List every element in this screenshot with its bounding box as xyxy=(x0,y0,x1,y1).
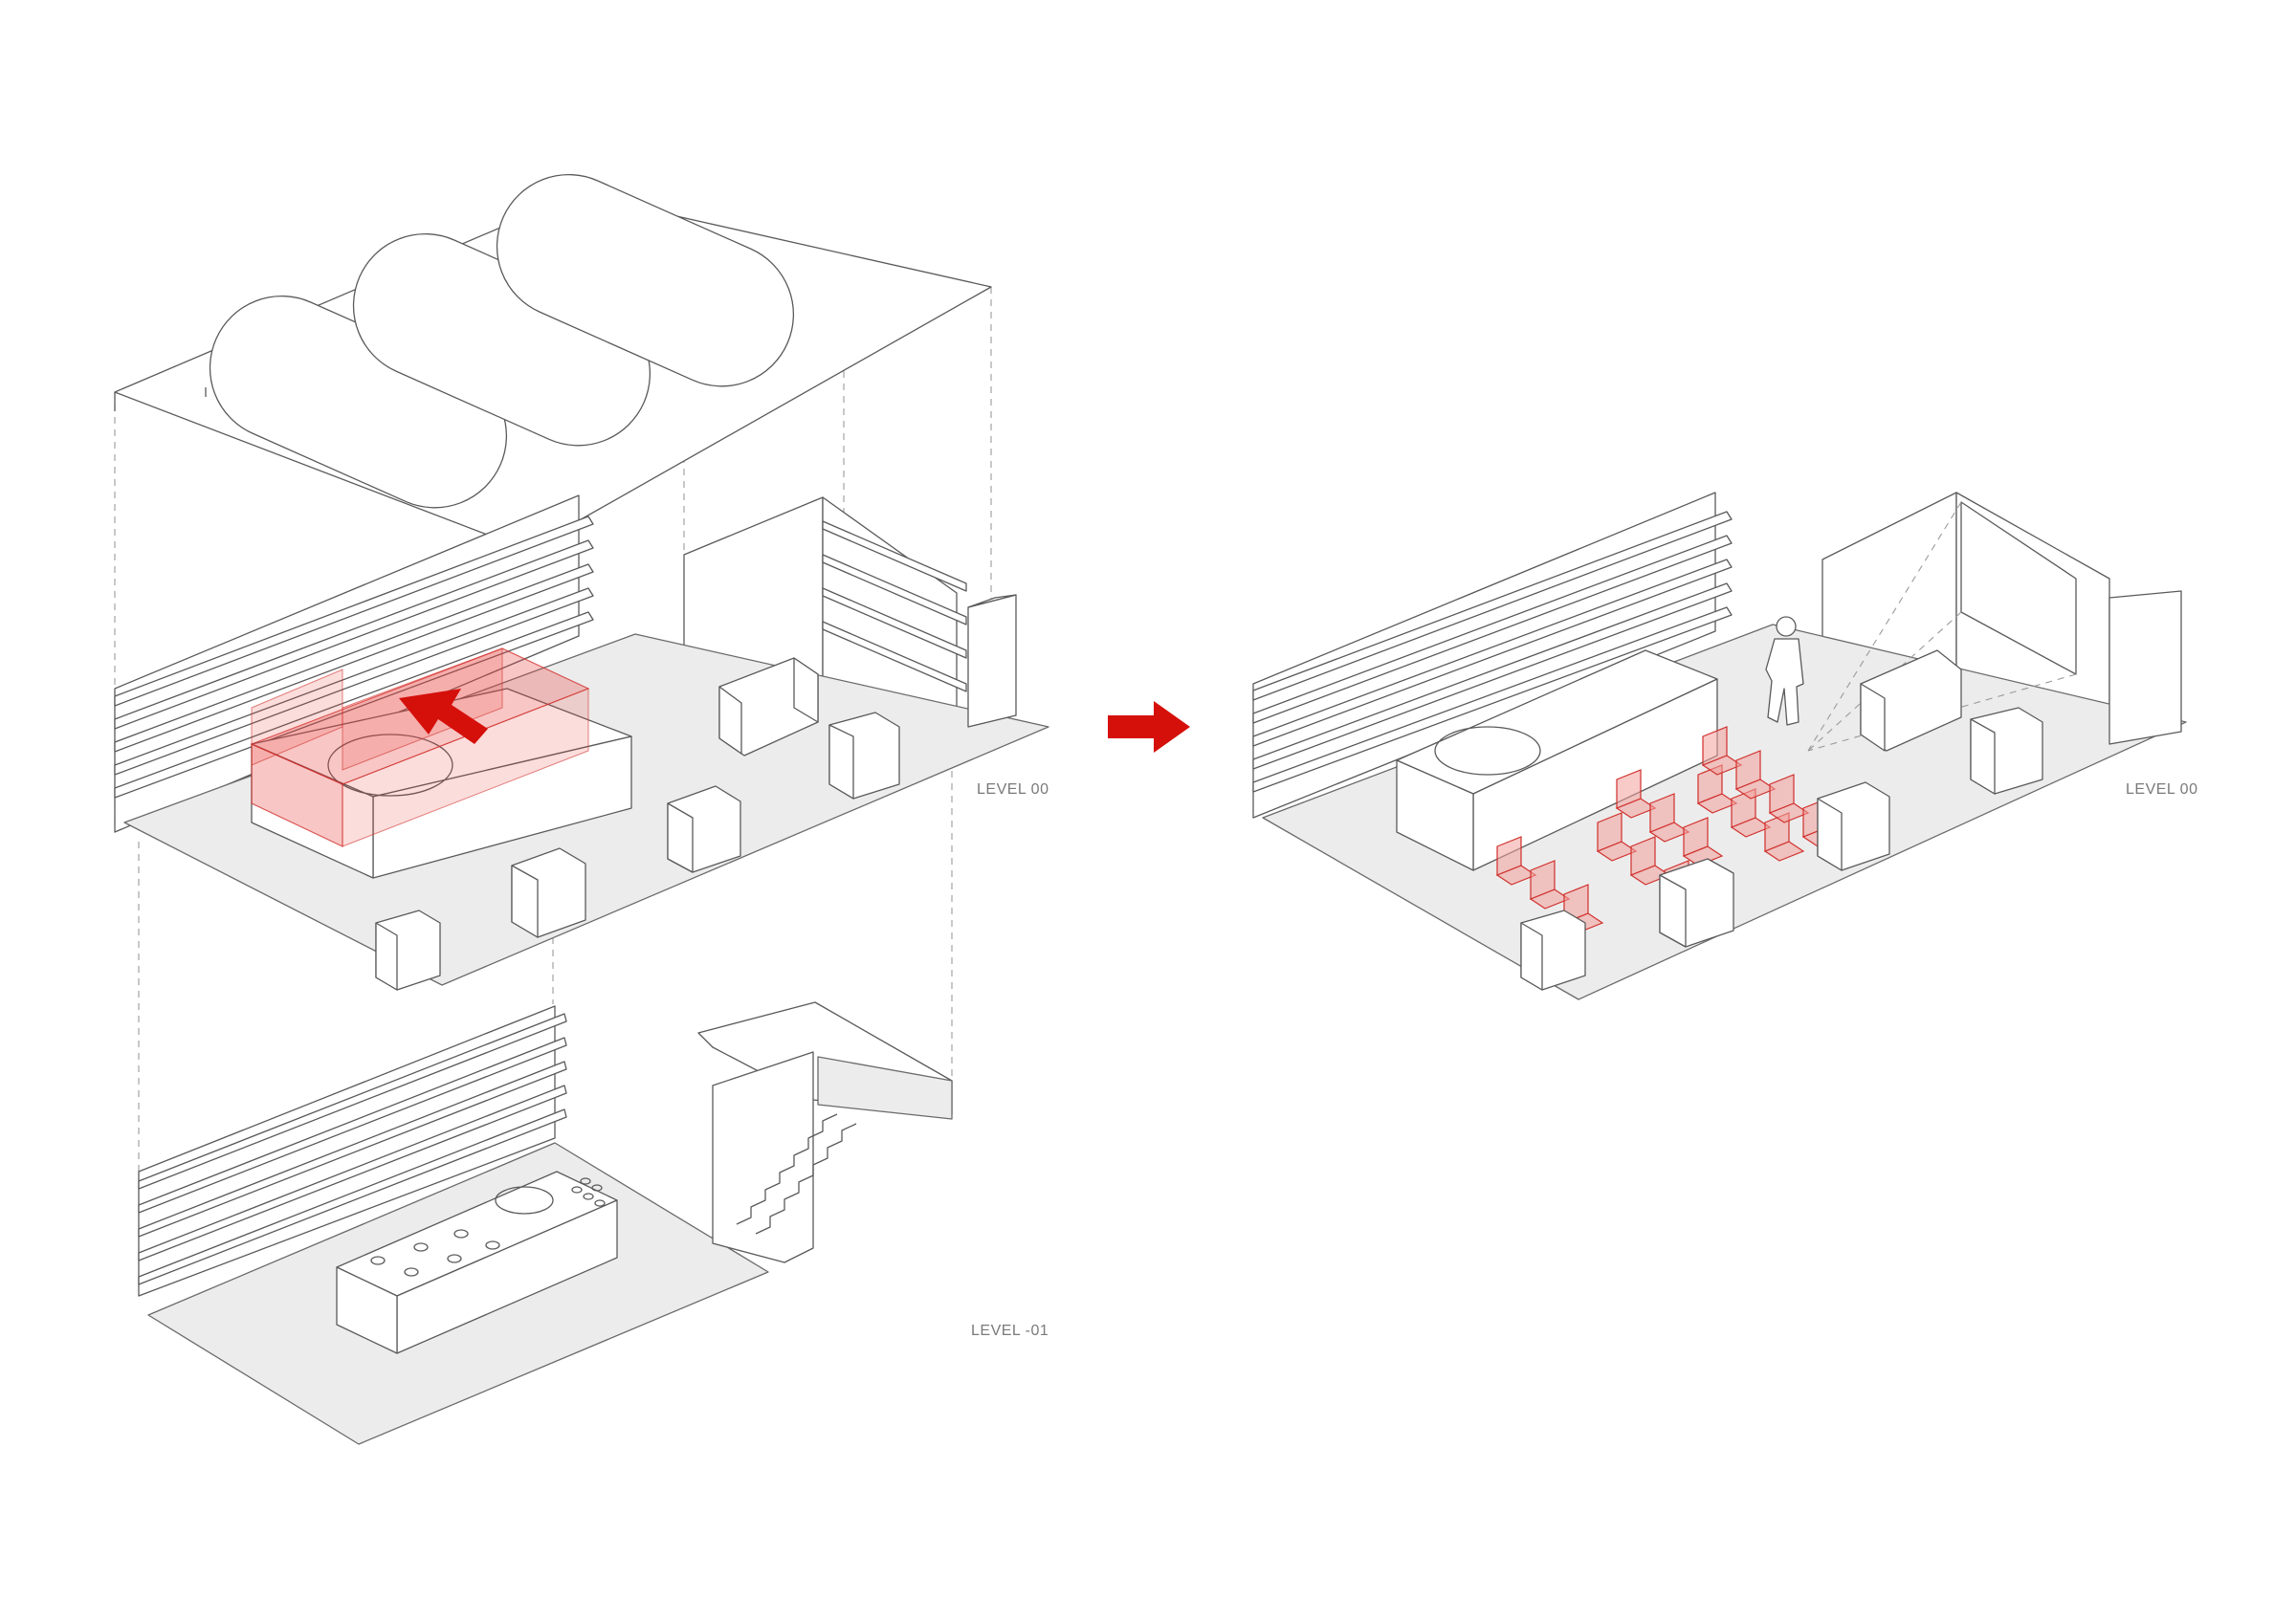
chair xyxy=(1701,726,1743,776)
chair xyxy=(1768,774,1810,823)
tall-cabinet-right xyxy=(2108,590,2182,745)
wall-shelves-right xyxy=(822,520,967,692)
stool-4 xyxy=(375,910,441,991)
stool-3 xyxy=(511,847,586,938)
wall-shelves-level-minus-01 xyxy=(138,1013,567,1285)
transformation-arrow-icon xyxy=(1108,701,1190,753)
chair xyxy=(1734,750,1777,800)
stool-right-2 xyxy=(1817,781,1890,871)
chair xyxy=(1648,793,1690,843)
staircase xyxy=(736,1113,857,1235)
wall-shelves-right-panel xyxy=(1252,511,1733,793)
chair xyxy=(1615,769,1657,819)
counter-right xyxy=(1396,649,1718,871)
chair xyxy=(1682,817,1724,866)
basement-counter xyxy=(336,1171,618,1354)
tall-cabinet xyxy=(967,594,1017,728)
level-minus-01-plate xyxy=(138,1001,953,1445)
stair-core xyxy=(697,1001,953,1263)
right-level-00-axonometric: LEVEL 00 xyxy=(1252,492,2197,1000)
sofa xyxy=(718,657,819,757)
stool-2 xyxy=(667,785,741,873)
stool-right-4 xyxy=(1520,910,1586,991)
stool-right-3 xyxy=(1659,858,1734,948)
skylight-3 xyxy=(496,173,795,387)
level-00-plate xyxy=(114,494,1049,991)
level-label-left-upper: LEVEL 00 xyxy=(977,781,1049,798)
chair xyxy=(1629,836,1671,886)
level-label-left-lower: LEVEL -01 xyxy=(971,1323,1049,1339)
sofa-right xyxy=(1860,649,1962,752)
stool-1 xyxy=(828,712,900,800)
left-exploded-axonometric: LEVEL 00 LEVEL -01 xyxy=(114,173,1049,1445)
roof-plate xyxy=(114,173,992,551)
level-label-right: LEVEL 00 xyxy=(2126,781,2197,798)
move-direction-arrow-icon xyxy=(399,689,488,744)
stool-right-1 xyxy=(1970,707,2043,795)
chair xyxy=(1730,788,1772,838)
person-figure-icon xyxy=(1765,616,1804,726)
